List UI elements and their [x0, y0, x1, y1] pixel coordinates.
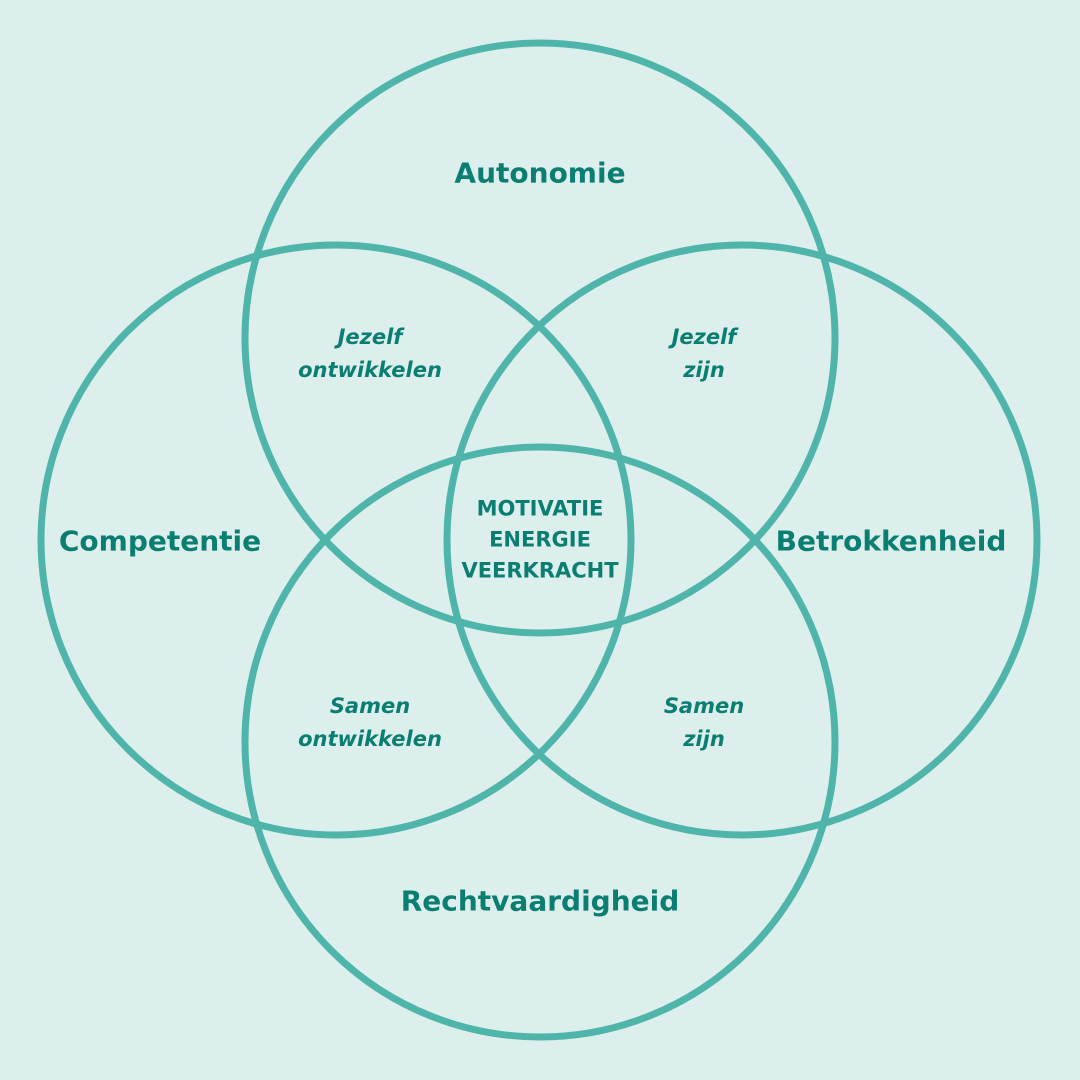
- overlap-bottom-right-line-1: Samen: [663, 694, 745, 718]
- circle-betrokkenheid: [443, 241, 1041, 839]
- circle-autonomie: [241, 39, 839, 637]
- overlap-top-left-line-2: ontwikkelen: [298, 358, 442, 382]
- label-competentie: Competentie: [58, 524, 262, 558]
- label-autonomie: Autonomie: [454, 156, 626, 190]
- overlap-top-left-line-1: Jezelf: [337, 325, 403, 349]
- label-betrokkenheid: Betrokkenheid: [775, 524, 1007, 558]
- overlap-top-right-line-1: Jezelf: [671, 325, 737, 349]
- center-label: MOTIVATIE ENERGIE VEERKRACHT: [461, 494, 618, 587]
- overlap-bottom-right: Samen zijn: [664, 690, 744, 756]
- overlap-top-right: Jezelf zijn: [672, 321, 737, 387]
- overlap-bottom-left: Samen ontwikkelen: [298, 690, 442, 756]
- center-line-motivatie: MOTIVATIE: [476, 496, 604, 521]
- circle-competentie: [37, 241, 635, 839]
- circle-rechtvaardigheid: [241, 443, 839, 1041]
- overlap-top-left: Jezelf ontwikkelen: [298, 321, 442, 387]
- overlap-bottom-left-line-1: Samen: [329, 694, 411, 718]
- label-rechtvaardigheid: Rechtvaardigheid: [400, 884, 680, 918]
- center-line-veerkracht: VEERKRACHT: [461, 558, 619, 583]
- center-line-energie: ENERGIE: [489, 527, 591, 552]
- overlap-bottom-right-line-2: zijn: [683, 727, 725, 751]
- overlap-bottom-left-line-2: ontwikkelen: [298, 727, 442, 751]
- overlap-top-right-line-2: zijn: [683, 358, 725, 382]
